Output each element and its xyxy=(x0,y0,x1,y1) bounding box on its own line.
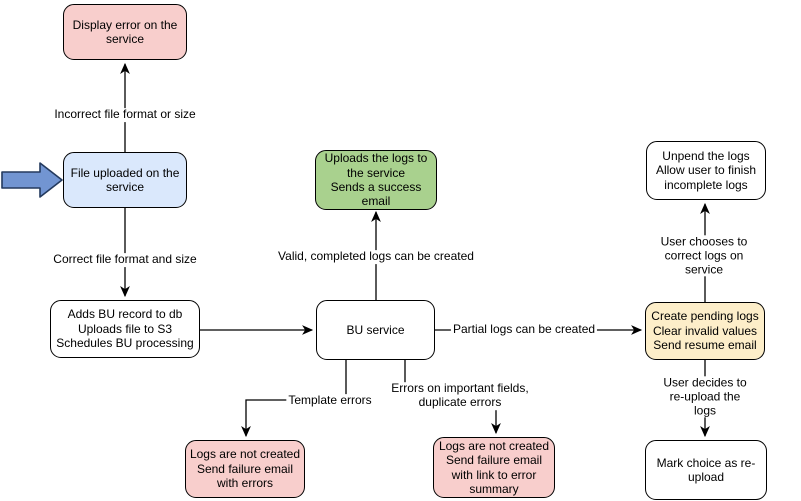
edge-label-important-errors: Errors on important fields, duplicate er… xyxy=(389,381,531,410)
node-file-uploaded: File uploaded on the service xyxy=(63,152,187,208)
edge-label-template-errors: Template errors xyxy=(286,393,374,408)
node-logs-not-created-errors: Logs are not created Send failure email … xyxy=(185,440,305,498)
node-upload-success: Uploads the logs to the service Sends a … xyxy=(315,150,437,210)
edge-label-incorrect-file: Incorrect file format or size xyxy=(52,107,198,122)
node-mark-reupload: Mark choice as re- upload xyxy=(645,440,767,500)
node-logs-not-created-summary: Logs are not created Send failure email … xyxy=(433,437,555,498)
edge-label-valid-logs: Valid, completed logs can be created xyxy=(276,249,476,264)
entry-point-arrow-icon xyxy=(1,162,63,198)
node-adds-bu-record: Adds BU record to db Uploads file to S3 … xyxy=(50,300,200,358)
edge-label-partial-logs: Partial logs can be created xyxy=(450,322,598,337)
edge-label-user-corrects: User chooses to correct logs on service xyxy=(655,234,753,277)
node-display-error: Display error on the service xyxy=(63,4,187,60)
edge-label-user-reuploads: User decides to re-upload the logs xyxy=(657,375,753,418)
node-unpend-logs: Unpend the logs Allow user to finish inc… xyxy=(646,141,766,200)
edge-label-correct-file: Correct file format and size xyxy=(51,252,199,267)
node-bu-service: BU service xyxy=(316,300,435,360)
node-create-pending: Create pending logs Clear invalid values… xyxy=(645,302,765,360)
